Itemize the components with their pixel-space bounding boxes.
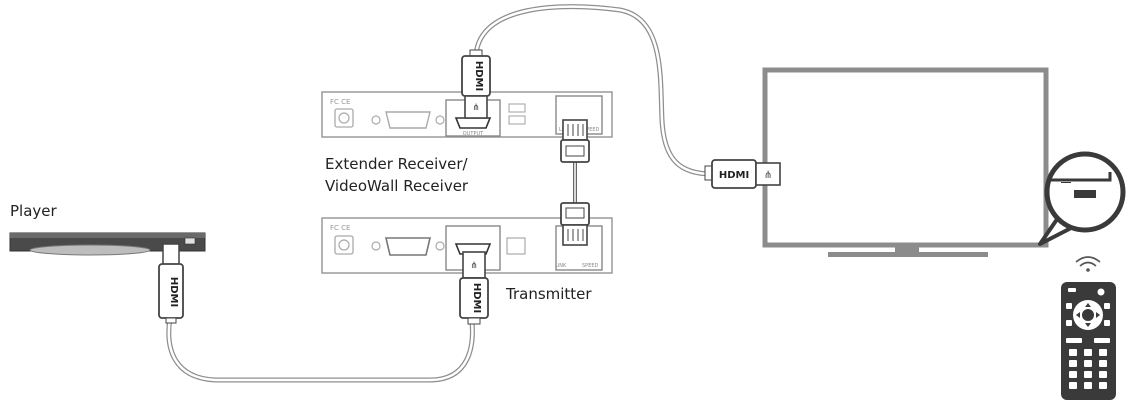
svg-text:⋔: ⋔ xyxy=(470,261,478,271)
hdmi-cable-receiver-to-tv xyxy=(473,4,713,177)
hdmi-cable-player-to-transmitter xyxy=(166,317,475,383)
hdmi-connector-tv: HDMI ⋔ xyxy=(704,159,781,189)
remote-control xyxy=(1061,282,1116,400)
svg-text:⋔: ⋔ xyxy=(472,103,480,113)
hdmi-logo-text: HDMI xyxy=(473,61,484,91)
hdmi-logo-text: HDMI xyxy=(168,277,179,307)
receiver-output-label: OUTPUT xyxy=(463,131,484,137)
player-device xyxy=(9,232,206,256)
transmitter-fc-ce-mark: FC CE xyxy=(330,224,350,232)
player-label: Player xyxy=(10,202,57,220)
hdmi-logo-text: HDMI xyxy=(471,283,482,313)
hdmi-logo-text: HDMI xyxy=(719,170,749,181)
tv-display xyxy=(762,67,1049,257)
ethernet-connector-transmitter xyxy=(560,202,590,246)
wifi-icon xyxy=(1075,256,1101,272)
ethernet-connector-receiver xyxy=(560,119,590,163)
ir-sensor-callout xyxy=(1038,151,1126,246)
hdmi-connector-receiver: HDMI ⋔ xyxy=(461,49,491,119)
receiver-fc-ce-mark: FC CE xyxy=(330,98,350,106)
receiver-label-line2: VideoWall Receiver xyxy=(325,177,469,195)
svg-text:⋔: ⋔ xyxy=(764,170,772,181)
transmitter-label: Transmitter xyxy=(506,285,592,303)
hdmi-connector-player: HDMI xyxy=(158,243,184,324)
hdmi-connector-transmitter: ⋔ HDMI xyxy=(454,243,492,325)
transmitter-link-label: LINK xyxy=(555,263,567,269)
receiver-label-line1: Extender Receiver/ xyxy=(325,155,468,173)
receiver-speed-label: SPEED xyxy=(583,127,600,133)
transmitter-speed-label: SPEED xyxy=(582,263,599,269)
